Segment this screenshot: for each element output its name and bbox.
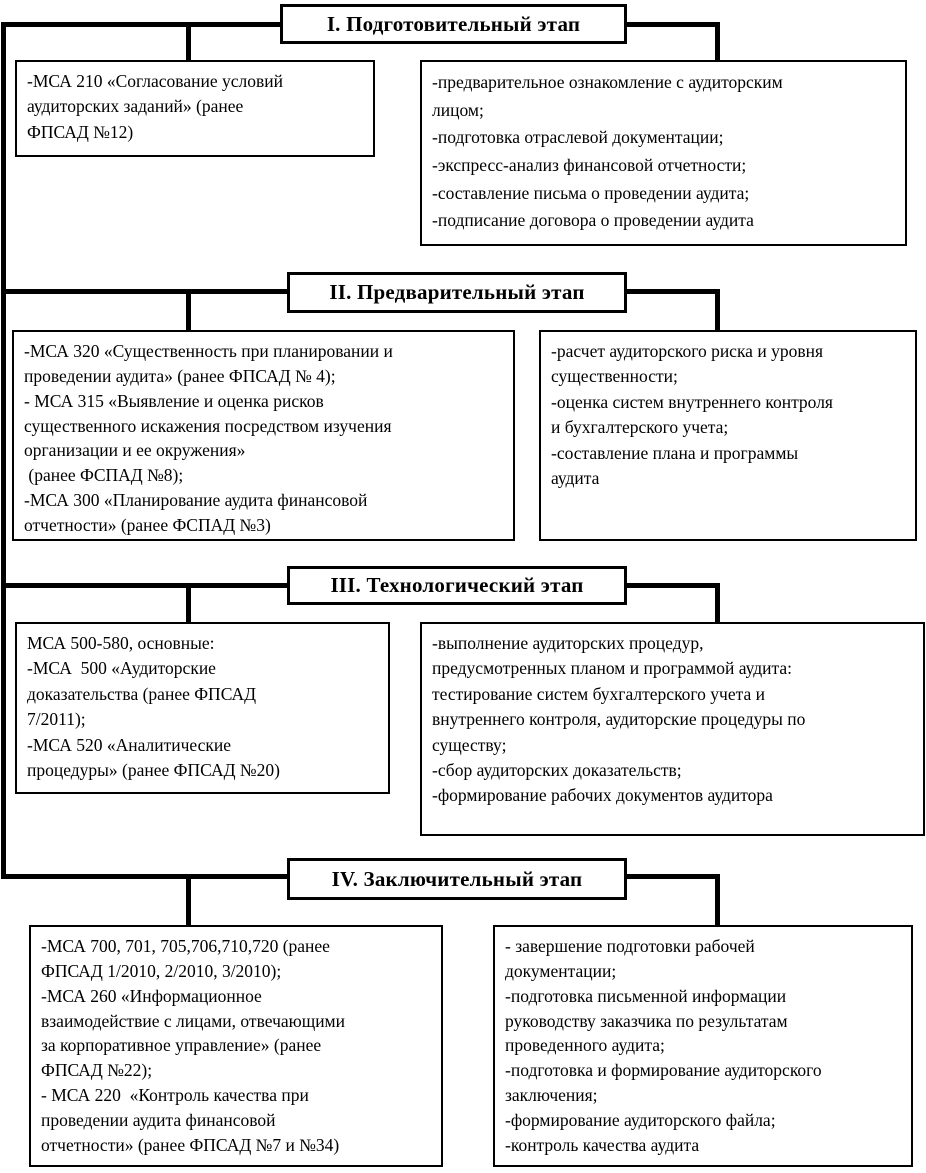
stage2-title: II. Предварительный этап bbox=[329, 280, 585, 304]
connector-stage4-left-stub bbox=[186, 874, 191, 925]
connector-left-spine bbox=[1, 22, 6, 879]
connector-stage1-left-stub bbox=[186, 22, 191, 62]
connector-stage3-left-stub bbox=[186, 583, 191, 622]
connector-stage2-right-horizontal bbox=[627, 289, 720, 294]
connector-stage4-right-stub bbox=[715, 874, 720, 925]
stage3-procedures-box: -выполнение аудиторских процедур, предус… bbox=[420, 622, 925, 836]
stage1-header: I. Подготовительный этап bbox=[280, 4, 627, 44]
stage1-standards-box: -МСА 210 «Согласование условий аудиторск… bbox=[15, 60, 375, 157]
stage1-title: I. Подготовительный этап bbox=[326, 11, 581, 36]
connector-stage3-left-horizontal bbox=[1, 583, 287, 588]
connector-stage4-left-horizontal bbox=[1, 874, 287, 879]
stage2-header: II. Предварительный этап bbox=[287, 272, 627, 313]
stage3-header: III. Технологический этап bbox=[287, 566, 627, 605]
connector-stage1-left-horizontal bbox=[1, 22, 287, 27]
connector-stage3-right-horizontal bbox=[627, 583, 720, 588]
connector-stage2-right-stub bbox=[715, 289, 720, 330]
stage3-standards-box: МСА 500-580, основные: -МСА 500 «Аудитор… bbox=[15, 622, 390, 794]
stage4-standards-box: -МСА 700, 701, 705,706,710,720 (ранее ФП… bbox=[29, 925, 443, 1167]
stage4-procedures-box: - завершение подготовки рабочей документ… bbox=[493, 925, 913, 1167]
stage2-standards-box: -МСА 320 «Существенность при планировани… bbox=[12, 330, 515, 541]
connector-stage4-right-horizontal bbox=[627, 874, 720, 879]
stage3-title: III. Технологический этап bbox=[330, 573, 584, 597]
connector-stage1-right-horizontal bbox=[627, 22, 720, 27]
connector-stage3-right-stub bbox=[715, 583, 720, 622]
stage4-title: IV. Заключительный этап bbox=[331, 866, 583, 891]
stage1-procedures-box: -предварительное ознакомление с аудиторс… bbox=[420, 60, 907, 246]
connector-stage2-left-stub bbox=[186, 289, 191, 330]
stage4-header: IV. Заключительный этап bbox=[287, 858, 627, 900]
stage2-procedures-box: -расчет аудиторского риска и уровня суще… bbox=[539, 330, 917, 541]
connector-stage1-right-stub bbox=[715, 22, 720, 62]
connector-stage2-left-horizontal bbox=[1, 289, 287, 294]
